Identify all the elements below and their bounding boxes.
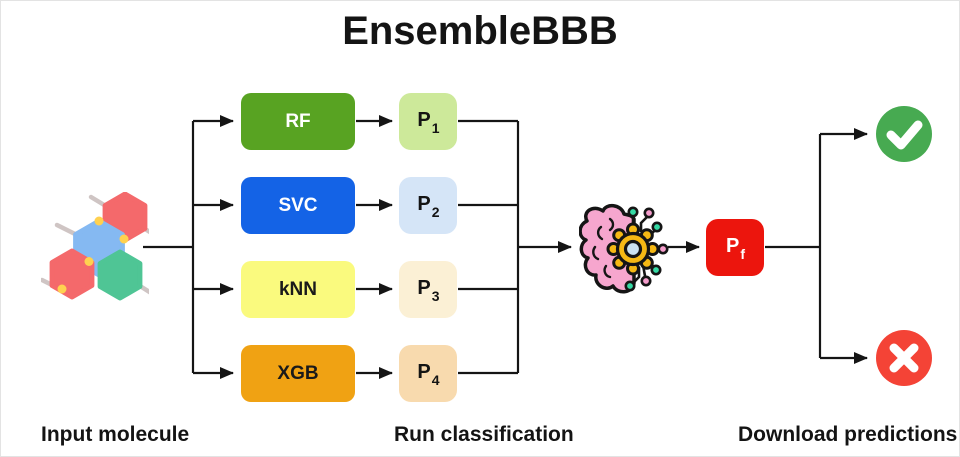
- classifier-label-knn: kNN: [278, 278, 317, 300]
- p4-base: P: [417, 361, 431, 383]
- probability-label-p3: P3: [417, 277, 440, 304]
- probability-box-p1: P1: [399, 93, 457, 150]
- p2-subscript: 2: [431, 204, 440, 220]
- probability-box-p2: P2: [399, 177, 457, 234]
- input-stage-label: Input molecule: [41, 423, 190, 446]
- probability-label-p1: P1: [417, 109, 440, 136]
- classify-stage-label: Run classification: [394, 423, 574, 446]
- classifier-box-xgb: XGB: [241, 345, 355, 402]
- check-icon: [876, 106, 932, 162]
- diagram-title: EnsembleBBB: [342, 9, 618, 53]
- molecule-icon: [39, 191, 156, 309]
- classifier-label-xgb: XGB: [277, 362, 319, 384]
- final-probability-box: Pf: [706, 219, 764, 276]
- p3-subscript: 3: [431, 288, 440, 304]
- p1-base: P: [417, 109, 431, 131]
- p1-subscript: 1: [431, 120, 440, 136]
- p3-base: P: [417, 277, 431, 299]
- output-stage-label: Download predictions: [738, 423, 958, 446]
- p4-subscript: 4: [431, 372, 440, 388]
- pf-base: P: [725, 235, 740, 257]
- classifier-label-svc: SVC: [278, 194, 318, 216]
- pf-subscript: f: [740, 246, 745, 262]
- final-probability-label: Pf: [725, 235, 745, 262]
- probability-label-p4: P4: [417, 361, 440, 388]
- probability-box-p3: P3: [399, 261, 457, 318]
- p2-base: P: [417, 193, 431, 215]
- classifier-label-rf: RF: [285, 110, 311, 132]
- brain-circuit-icon: [578, 199, 671, 304]
- classifier-box-svc: SVC: [241, 177, 355, 234]
- classifier-box-rf: RF: [241, 93, 355, 150]
- classifier-box-knn: kNN: [241, 261, 355, 318]
- cross-icon: [876, 330, 932, 386]
- probability-label-p2: P2: [417, 193, 440, 220]
- probability-box-p4: P4: [399, 345, 457, 402]
